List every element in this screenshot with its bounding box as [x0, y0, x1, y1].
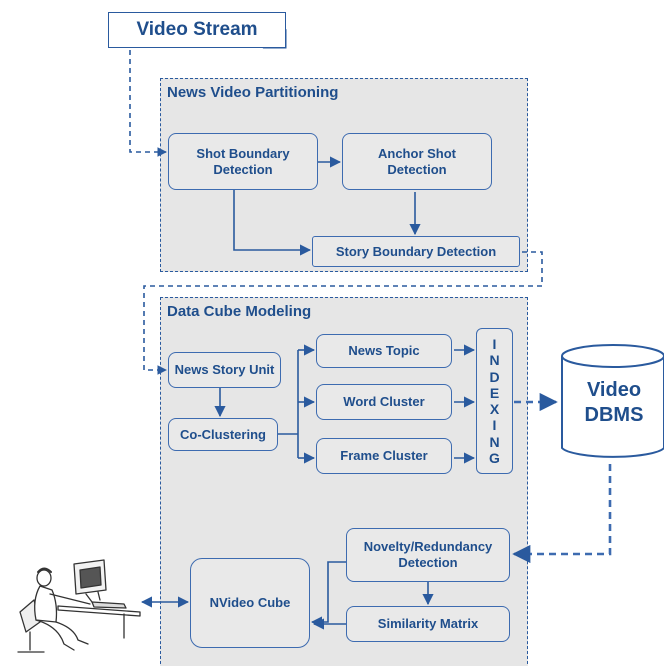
indexing-letter: N: [489, 433, 500, 450]
dbms-label-line2: DBMS: [584, 404, 644, 426]
news-story-unit-node: News Story Unit: [168, 352, 281, 388]
dbms-to-novelty-connector: [512, 464, 612, 564]
indexing-letter: I: [492, 417, 497, 434]
stream-to-shot-connector: [129, 50, 167, 157]
dbms-label-line1: Video: [586, 379, 642, 401]
partitioning-title: News Video Partitioning: [167, 84, 339, 101]
video-dbms-label: Video DBMS: [562, 378, 664, 428]
word-cluster-node: Word Cluster: [316, 384, 452, 420]
anchor-shot-node: Anchor Shot Detection: [342, 133, 492, 190]
modeling-title: Data Cube Modeling: [167, 303, 312, 320]
indexing-letter: N: [489, 352, 500, 369]
indexing-letter: I: [492, 336, 497, 353]
indexing-letter: X: [489, 401, 500, 418]
shot-boundary-node: Shot Boundary Detection: [168, 133, 318, 190]
indexing-node: I N D E X I N G: [476, 328, 513, 474]
story-to-unit-connector: [143, 251, 543, 375]
novelty-to-cube-arrow: [310, 561, 346, 628]
indexing-letter: D: [489, 368, 500, 385]
news-topic-node: News Topic: [316, 334, 452, 368]
coclustering-branch-lines: [278, 350, 299, 458]
frame-cluster-node: Frame Cluster: [316, 438, 452, 474]
similarity-matrix-node: Similarity Matrix: [346, 606, 510, 642]
story-boundary-node: Story Boundary Detection: [312, 236, 520, 267]
shot-to-story-arrow: [233, 190, 312, 256]
novelty-redundancy-node: Novelty/Redundancy Detection: [346, 528, 510, 582]
nvideo-cube-node: NVideo Cube: [190, 558, 310, 648]
database-cylinder-icon: [561, 344, 664, 458]
user-at-computer-icon: [17, 559, 141, 653]
indexing-letter: G: [489, 449, 500, 466]
indexing-letter: E: [489, 384, 500, 401]
co-clustering-node: Co-Clustering: [168, 418, 278, 451]
video-stream-node: Video Stream: [108, 12, 286, 48]
